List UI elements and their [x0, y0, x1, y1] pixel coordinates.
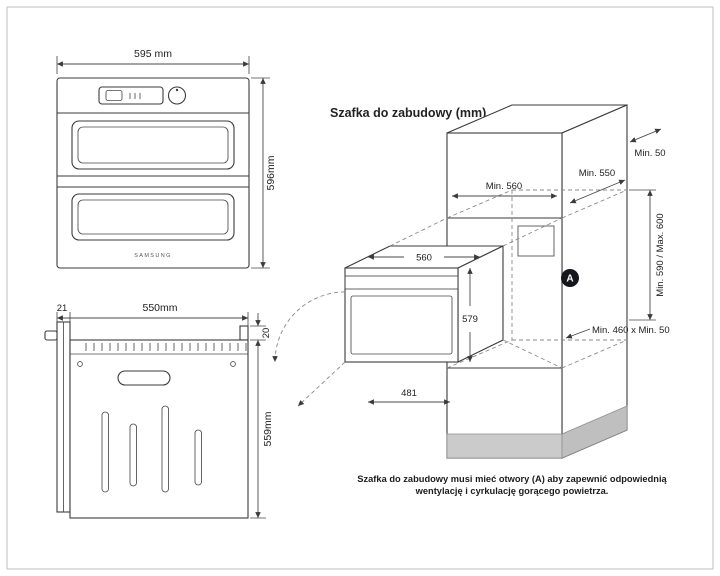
- screw-left: [77, 361, 83, 367]
- screw-right: [230, 361, 236, 367]
- oven-iso-front-face: [344, 267, 459, 363]
- niche-depth-dim-line: [569, 179, 626, 204]
- footnote: Szafka do zabudowy musi mieć otwory (A) …: [357, 474, 667, 496]
- side-body: [69, 339, 249, 519]
- front-width-dim-label: 595 mm: [134, 48, 172, 60]
- niche-opening-edges: [447, 217, 562, 369]
- side-height-dim-label: 559mm: [262, 411, 274, 446]
- cabinet-plinth-front: [446, 433, 563, 459]
- insertion-guide-lines: [389, 217, 563, 369]
- oven-isometric: 560 579 481: [272, 245, 504, 407]
- side-stadium-vent: [117, 370, 171, 386]
- upper-door-window-inner: [77, 126, 229, 164]
- side-depth-extension-lines: [56, 312, 249, 338]
- side-slot-1: [101, 411, 109, 493]
- top-clearance-dim-line: [629, 128, 662, 143]
- side-depth-label: 550mm: [142, 302, 177, 314]
- oven-front-body: [56, 77, 250, 269]
- cabinet-view: Szafka do zabudowy (mm) Min. 560 Min. 55…: [272, 104, 670, 459]
- side-slot-3: [161, 405, 169, 493]
- oven-iso-door: [350, 295, 453, 355]
- top-clearance-dim-label: Min. 50: [634, 148, 665, 159]
- vent-leader-line: [565, 328, 591, 339]
- oven-side-view: 21 550mm 20 559mm: [44, 302, 274, 519]
- niche-height-dim-label: Min. 590 / Max. 600: [655, 213, 666, 296]
- vent-hatch: [85, 343, 247, 351]
- display-segment: [105, 90, 123, 101]
- footnote-line-2: wentylację i cyrkulację gorącego powietr…: [415, 486, 609, 496]
- cabinet-plinth-side: [561, 405, 628, 459]
- knob-indicator-dot: [175, 88, 179, 92]
- footnote-line-1: Szafka do zabudowy musi mieć otwory (A) …: [357, 474, 667, 484]
- vent-dim-label: Min. 460 x Min. 50: [592, 325, 670, 336]
- side-slot-2: [129, 423, 137, 487]
- door-open-dim-label: 481: [401, 388, 417, 399]
- side-slot-4: [194, 429, 202, 486]
- oven-height-dim-label: 579: [462, 314, 478, 325]
- oven-width-dim-label: 560: [416, 253, 432, 264]
- side-handle: [44, 330, 58, 341]
- door-swing-line: [297, 361, 346, 407]
- cabinet-heading: Szafka do zabudowy (mm): [330, 106, 486, 120]
- door-gap-lines: [57, 175, 249, 188]
- niche-height-extension-lines: [629, 189, 656, 321]
- door-swing-arc: [272, 291, 346, 363]
- display-marks: [129, 93, 141, 99]
- side-rear-bracket: [239, 325, 249, 341]
- lower-door-window-outer: [71, 193, 235, 241]
- niche-hidden-lines: [446, 189, 628, 369]
- side-door-offset-label: 21: [57, 303, 68, 314]
- page-border: [6, 6, 714, 570]
- lower-door-window-inner: [77, 199, 229, 235]
- niche-rear-vent: [517, 225, 555, 257]
- upper-door-window-outer: [71, 120, 235, 170]
- control-knob: [167, 86, 187, 105]
- front-height-dim-label: 596mm: [265, 155, 277, 190]
- oven-front-view: 595 mm SAMSUNG 596mm: [56, 48, 277, 269]
- side-gap-label: 20: [261, 328, 272, 339]
- niche-depth-dim-label: Min. 550: [579, 168, 615, 179]
- brand-logo-text: SAMSUNG: [134, 253, 172, 259]
- display-panel: [98, 86, 164, 105]
- vent-badge-letter: A: [566, 274, 573, 285]
- oven-iso-handle-band: [344, 275, 459, 290]
- vent-badge-circle: [561, 269, 579, 287]
- niche-width-dim-label: Min. 560: [486, 181, 522, 192]
